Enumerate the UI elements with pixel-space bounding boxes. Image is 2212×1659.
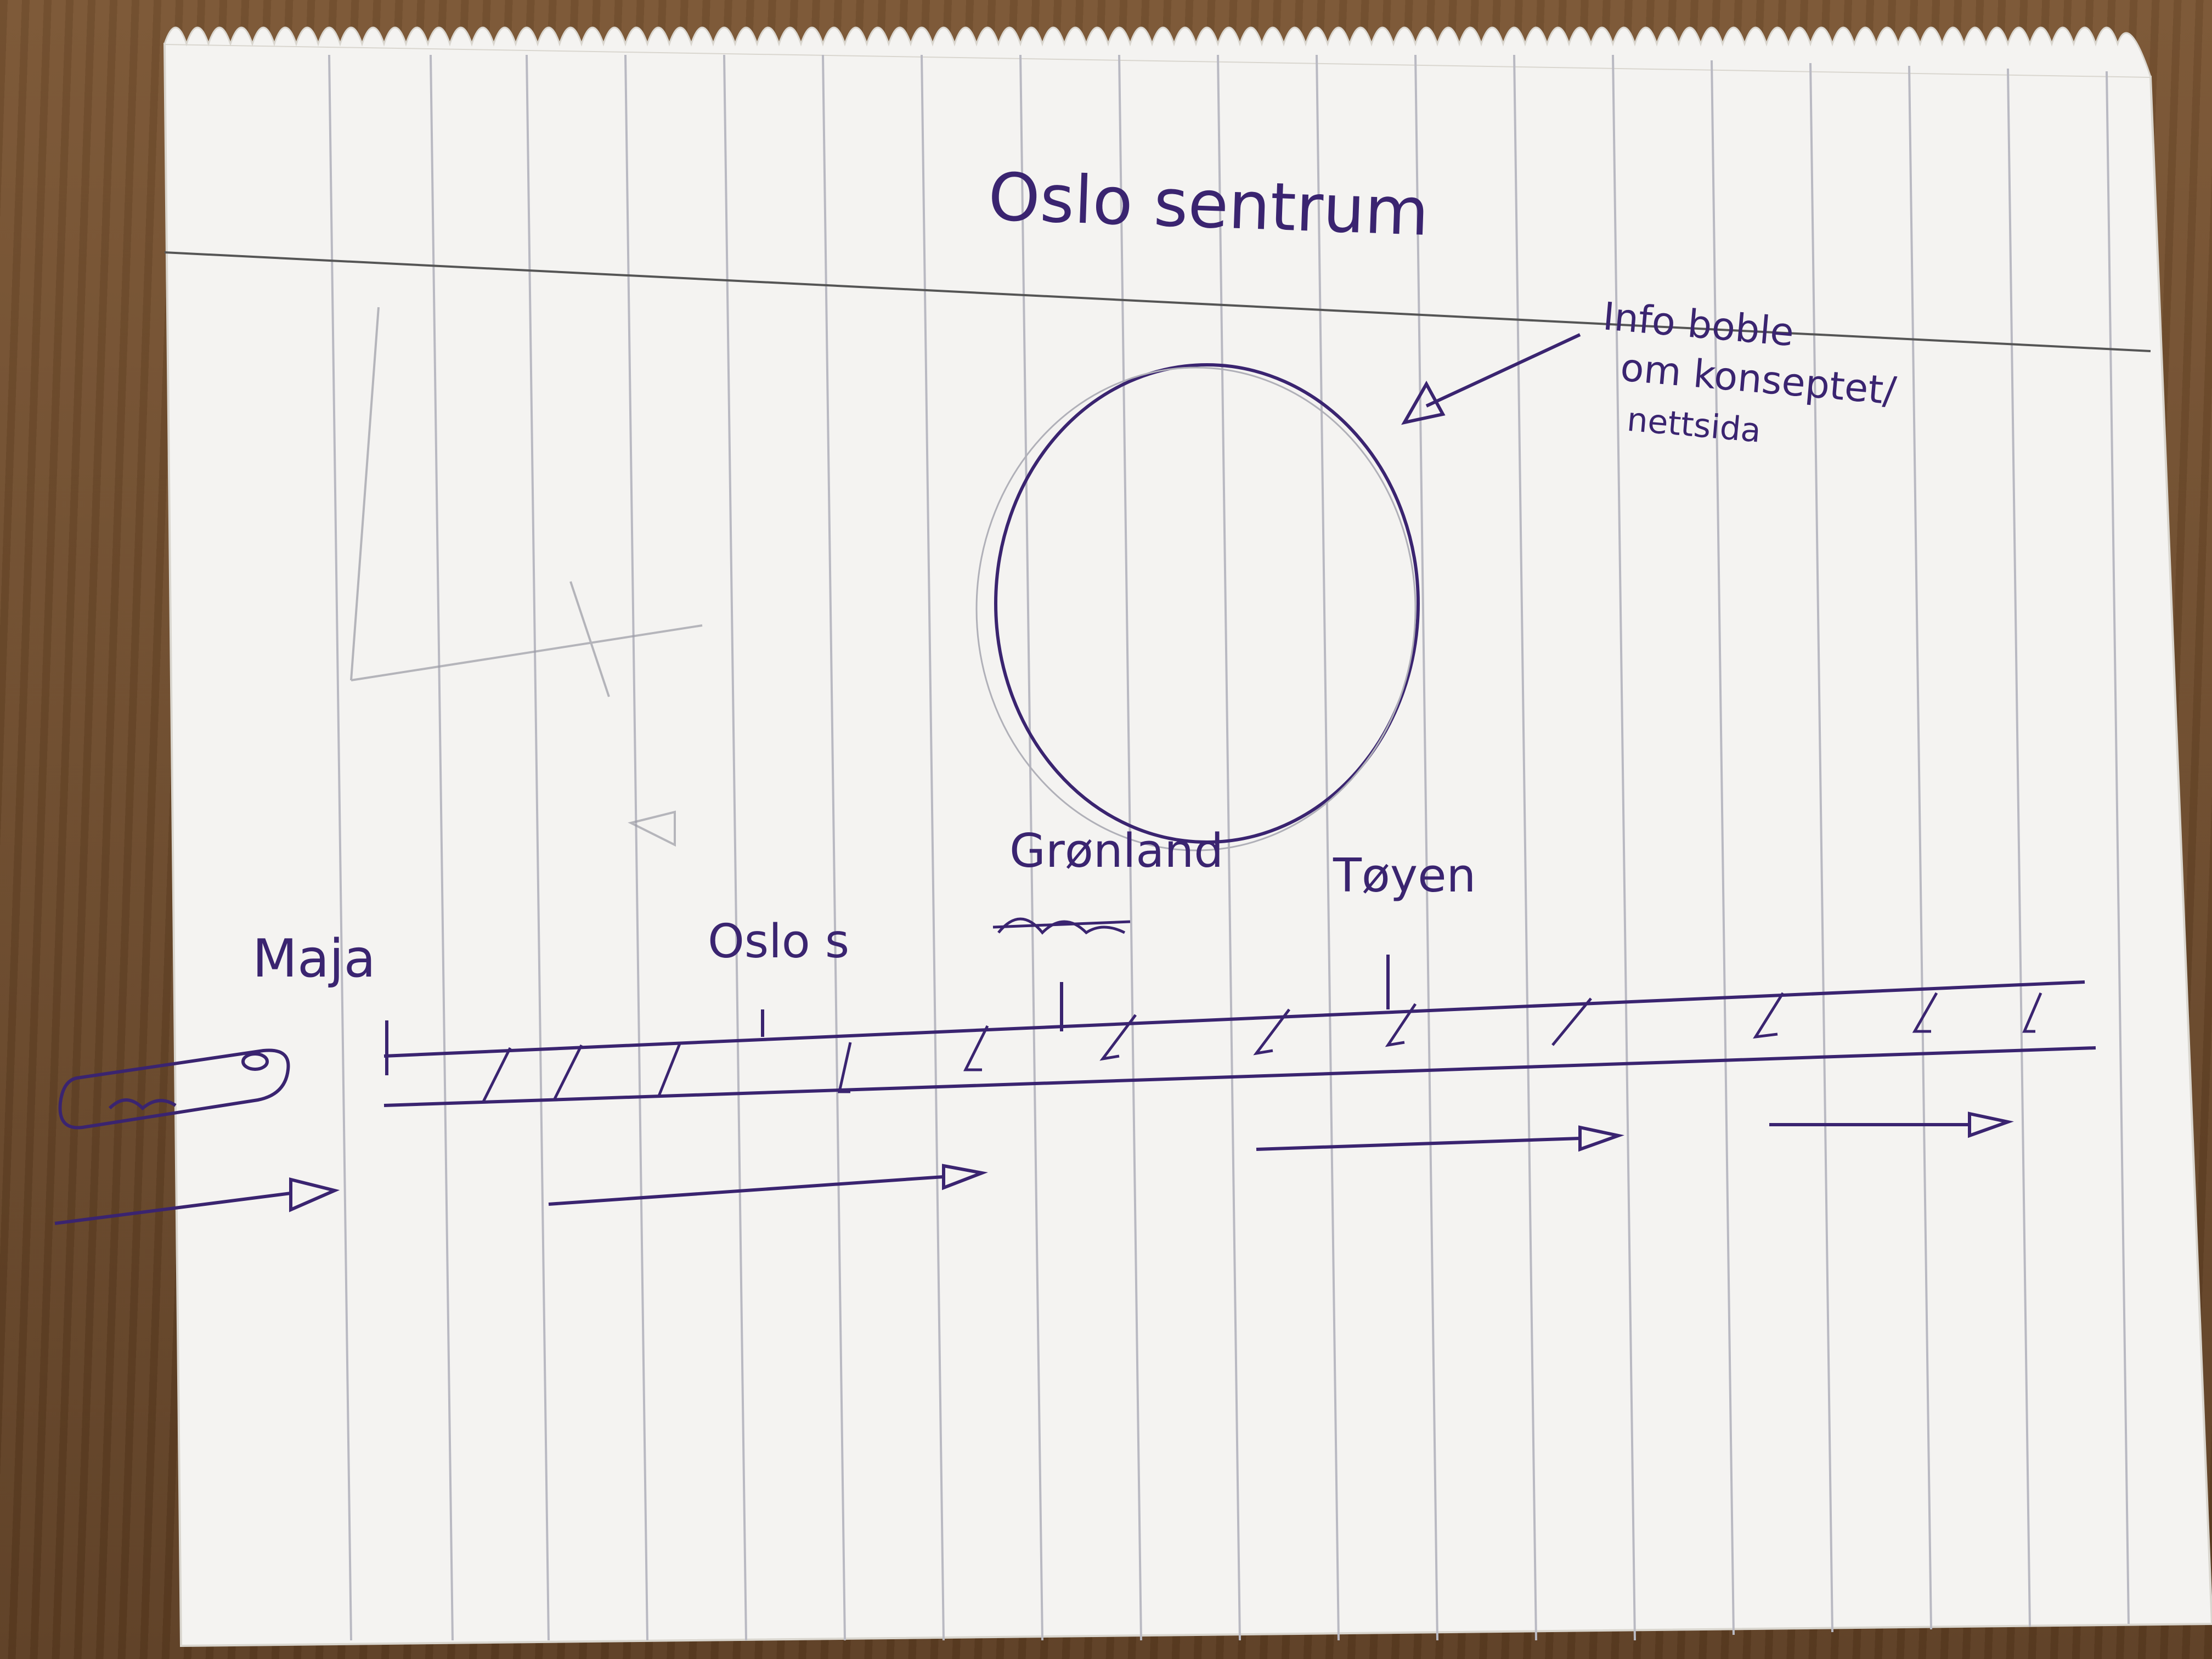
station-label-gronland: Grønland: [1009, 824, 1223, 878]
train-icon: [58, 1048, 290, 1130]
info-bubble-circle-pencil: [975, 366, 1417, 851]
header-rule: [164, 251, 2151, 352]
info-bubble-circle: [994, 363, 1420, 844]
direction-arrow-icon: [54, 1111, 2014, 1225]
start-label: Maja: [252, 929, 376, 989]
page-title: Oslo sentrum: [987, 159, 1430, 251]
crossed-out-word: [992, 917, 1131, 935]
perforated-edge: [163, 26, 2152, 77]
track-hatches: [481, 992, 2042, 1104]
station-ticks: [385, 955, 1390, 1075]
pencil-graph-sketch: [350, 307, 703, 847]
timeline-track: [383, 980, 2096, 1107]
station-label-toyen: Tøyen: [1333, 849, 1476, 903]
arrow-pointer-icon: [1401, 333, 1581, 425]
station-label-oslo-s: Oslo s: [708, 915, 849, 969]
ruled-lines: [328, 54, 2130, 1641]
